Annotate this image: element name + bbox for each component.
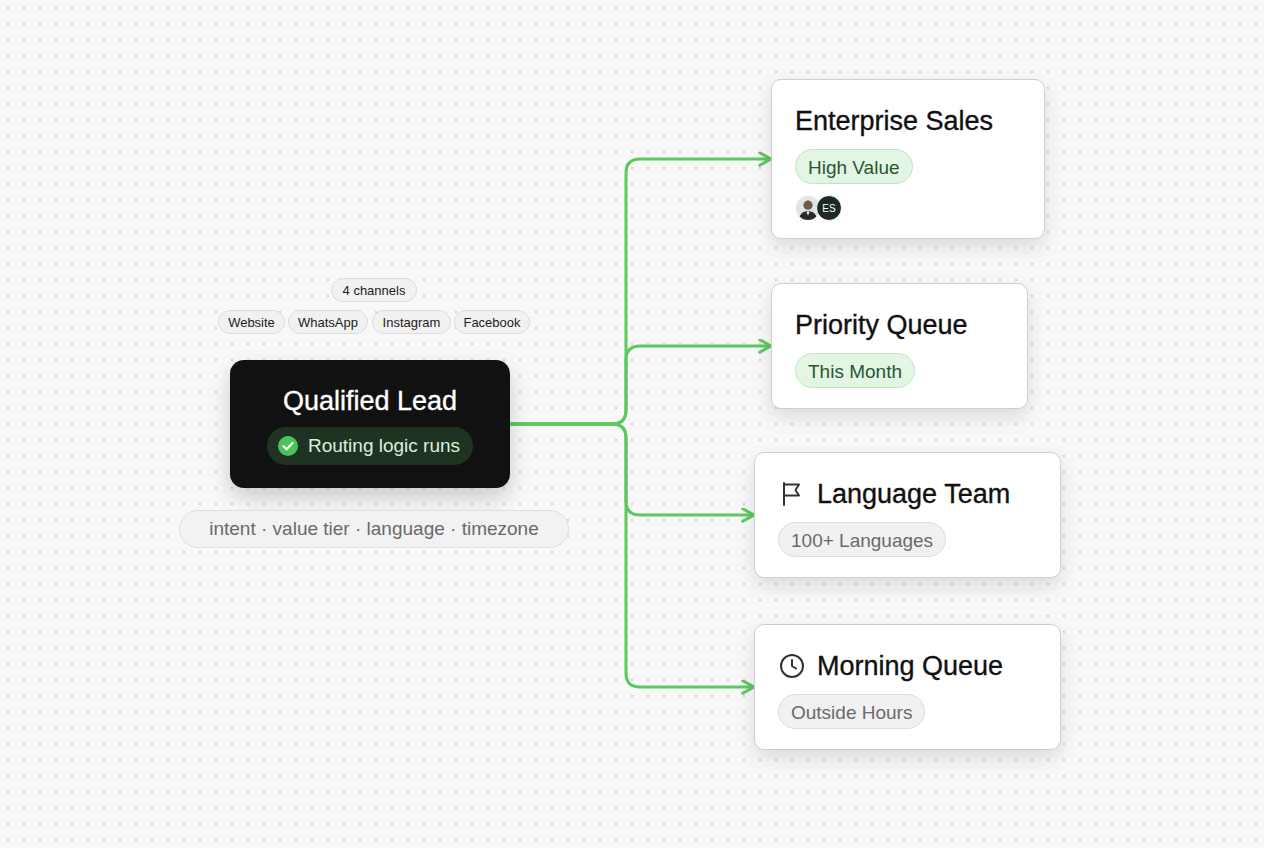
tag-chip: Instagram (372, 310, 451, 334)
flag-icon-part (784, 485, 799, 496)
routing-connector (510, 159, 771, 424)
route-card: Priority QueueThis Month (771, 283, 1028, 409)
status-text: Routing logic runs (308, 435, 460, 457)
card-title: Priority Queue (795, 308, 968, 342)
card-title: Language Team (817, 477, 1010, 511)
avatar-initials: ES (816, 195, 842, 221)
tag-chip: 4 channels (331, 278, 417, 302)
card-title-row: Morning Queue (778, 649, 1003, 683)
card-title-row: Priority Queue (795, 308, 968, 342)
routing-connector (510, 346, 771, 424)
card-title-row: Enterprise Sales (795, 104, 993, 138)
avatar-row: ES (795, 195, 842, 221)
status-pill: Routing logic runs (267, 427, 473, 465)
chip-text: 4 channels (343, 283, 406, 298)
card-title: Morning Queue (817, 649, 1003, 683)
clock-icon (778, 652, 806, 680)
person-icon-part (806, 212, 809, 216)
route-card: Enterprise SalesHigh ValueES (771, 79, 1045, 239)
lead-title: Qualified Lead (283, 385, 457, 417)
chip-text: WhatsApp (298, 315, 358, 330)
routing-connector (510, 424, 754, 687)
card-title: Enterprise Sales (795, 104, 993, 138)
tag-pill: This Month (795, 353, 915, 388)
clock-icon-part (781, 655, 803, 677)
routing-connector (510, 424, 754, 515)
initials: ES (822, 203, 835, 214)
chip-text: Facebook (463, 315, 520, 330)
person-icon-part (803, 201, 812, 210)
chip-text: intent · value tier · language · timezon… (209, 518, 539, 540)
clock-icon-part (792, 660, 796, 669)
route-card: Morning QueueOutside Hours (754, 624, 1061, 750)
route-card: Language Team 100+ Languages (754, 452, 1061, 578)
tag-pill: 100+ Languages (778, 522, 946, 557)
tag-chip: Facebook (454, 310, 530, 334)
flag-icon (778, 480, 806, 508)
tag-chip: intent · value tier · language · timezon… (179, 510, 569, 548)
lead-box: Qualified LeadRouting logic runs (230, 360, 510, 488)
tag-pill: Outside Hours (778, 694, 925, 729)
chip-text: Instagram (383, 315, 441, 330)
tag-chip: Website (218, 310, 285, 334)
tag-chip: WhatsApp (288, 310, 368, 334)
card-title-row: Language Team (778, 477, 1010, 511)
flag-icon-part (783, 483, 785, 505)
check-icon-part (278, 436, 298, 456)
chip-text: Website (228, 315, 275, 330)
person-icon-part (799, 211, 817, 220)
check-icon (277, 435, 299, 457)
tag-pill: High Value (795, 149, 913, 184)
check-icon-part (283, 443, 292, 449)
